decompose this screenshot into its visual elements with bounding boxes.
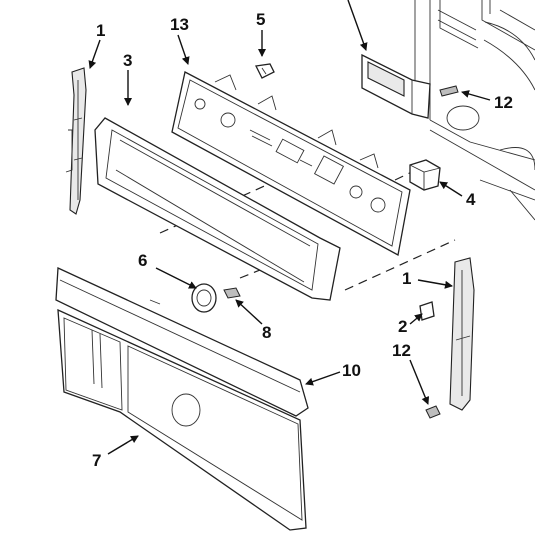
callout-4: 4 [466, 190, 476, 209]
callout-labels: 1 3 13 5 12 4 6 8 1 2 12 10 7 [92, 10, 513, 470]
control-board [361, 53, 431, 119]
callout-7: 7 [92, 451, 101, 470]
screw-top [439, 85, 459, 97]
side-bracket-right [449, 257, 475, 411]
callout-12-top: 12 [494, 93, 513, 112]
callout-2: 2 [398, 317, 407, 336]
callout-5: 5 [256, 10, 265, 29]
callout-8: 8 [262, 323, 271, 342]
small-clip-right [419, 301, 435, 321]
callout-3: 3 [123, 51, 132, 70]
callout-6: 6 [138, 251, 147, 270]
screw-bottom [425, 405, 441, 419]
side-bracket-left [65, 67, 87, 215]
callout-13: 13 [170, 15, 189, 34]
callout-1-left: 1 [96, 21, 105, 40]
callout-1-right: 1 [402, 269, 411, 288]
knob-part [191, 283, 217, 313]
callout-12-bottom: 12 [392, 341, 411, 360]
control-panel-back [171, 71, 411, 256]
small-box-part [409, 159, 441, 191]
leader-lines [88, 0, 491, 455]
screw-8 [223, 287, 241, 299]
small-clip [255, 63, 275, 79]
lower-bracket-strip [55, 267, 309, 417]
callout-10: 10 [342, 361, 361, 380]
control-panel-frame [94, 117, 341, 301]
lower-access-panel [57, 308, 307, 531]
